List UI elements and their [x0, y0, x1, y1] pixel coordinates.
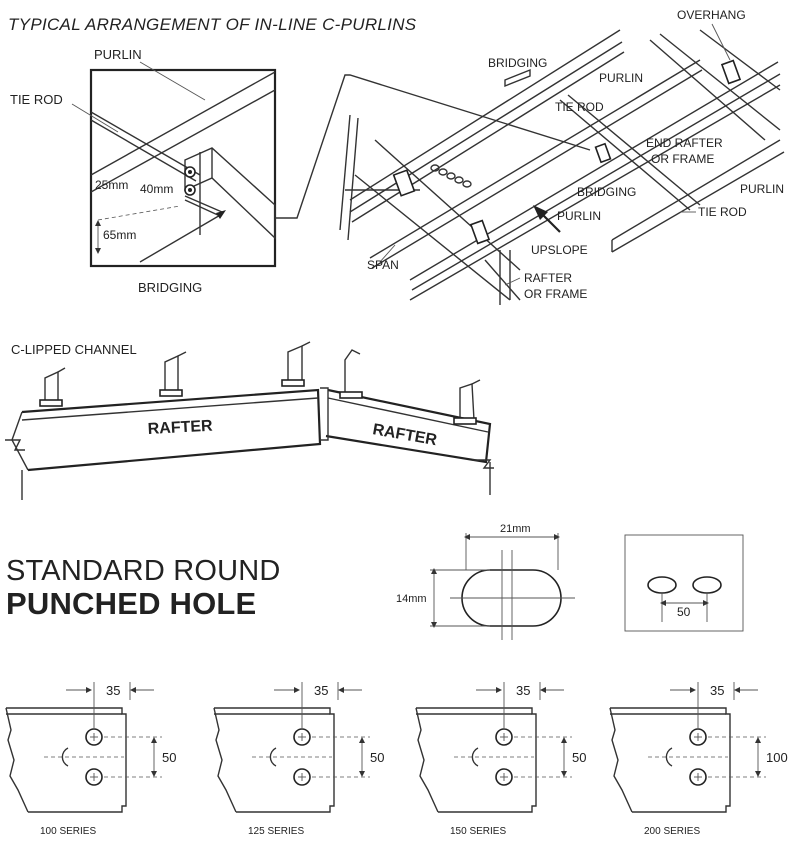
plate-outline: [415, 707, 537, 813]
roof-framing-view: [339, 29, 785, 305]
series-name: 200 SERIES: [644, 826, 700, 837]
series-name: 150 SERIES: [450, 826, 506, 837]
hole-pair-detail: [624, 534, 744, 632]
series-panel: 35 50 125 SERIES: [213, 682, 384, 837]
channel-title: C-LIPPED CHANNEL: [11, 342, 137, 357]
offset-label: 35: [710, 683, 724, 698]
inset-label-bridging: BRIDGING: [138, 280, 202, 295]
label-purlin-mid: PURLIN: [557, 209, 601, 223]
channel-drawing: [5, 341, 494, 500]
arrangement-title: TYPICAL ARRANGEMENT OF IN-LINE C-PURLINS: [8, 15, 417, 34]
plate-outline: [5, 707, 127, 813]
heading-line-standard-round: STANDARD ROUND: [6, 555, 281, 587]
inset-label-65mm: 65mm: [103, 228, 136, 242]
spacing-label: 100: [766, 750, 788, 765]
label-purlin-top: PURLIN: [599, 71, 643, 85]
series-name: 125 SERIES: [248, 826, 304, 837]
label-end-rafter-2: OR FRAME: [651, 152, 714, 166]
offset-label: 35: [516, 683, 530, 698]
inset-label-tie-rod: TIE ROD: [10, 92, 63, 107]
plate-outline: [213, 707, 335, 813]
label-tie-rod-right: TIE ROD: [698, 205, 747, 219]
series-panel: 35 50 150 SERIES: [415, 682, 586, 837]
oval-hole-detail: [430, 533, 575, 640]
oval-height-label: 14mm: [396, 593, 427, 605]
series-panel: 35 50 100 SERIES: [5, 682, 176, 837]
label-span: SPAN: [367, 258, 399, 272]
rafter-left-label: RAFTER: [147, 418, 213, 438]
offset-label: 35: [314, 683, 328, 698]
inset-label-purlin: PURLIN: [94, 47, 142, 62]
series-name: 100 SERIES: [40, 826, 96, 837]
spacing-label: 50: [370, 750, 384, 765]
label-rafter-2: OR FRAME: [524, 287, 587, 301]
inset-label-25mm: 25mm: [95, 178, 128, 192]
label-bridging-mid: BRIDGING: [577, 185, 636, 199]
spacing-label: 50: [162, 750, 176, 765]
inset-detail: [89, 68, 277, 268]
series-details: 35 50 100 SERIES 35 50 125 SERIES 35 50 150 SERI…: [5, 682, 788, 837]
heading-line-punched-hole: PUNCHED HOLE: [6, 586, 257, 622]
series-panel: 35 100 200 SERIES: [609, 682, 788, 837]
offset-label: 35: [106, 683, 120, 698]
label-tie-rod-mid: TIE ROD: [555, 100, 604, 114]
hole-spacing-label: 50: [677, 605, 691, 619]
oval-width-label: 21mm: [500, 523, 531, 535]
spacing-label: 50: [572, 750, 586, 765]
inset-label-40mm: 40mm: [140, 182, 173, 196]
label-overhang: OVERHANG: [677, 8, 746, 22]
label-upslope: UPSLOPE: [531, 243, 588, 257]
label-purlin-right: PURLIN: [740, 182, 784, 196]
punched-hole-heading: STANDARD ROUND PUNCHED HOLE: [6, 555, 281, 622]
label-end-rafter-1: END RAFTER: [646, 136, 723, 150]
tie-rod-chain: [430, 164, 472, 188]
plate-outline: [609, 707, 731, 813]
label-bridging-top: BRIDGING: [488, 56, 547, 70]
label-rafter-1: RAFTER: [524, 271, 572, 285]
